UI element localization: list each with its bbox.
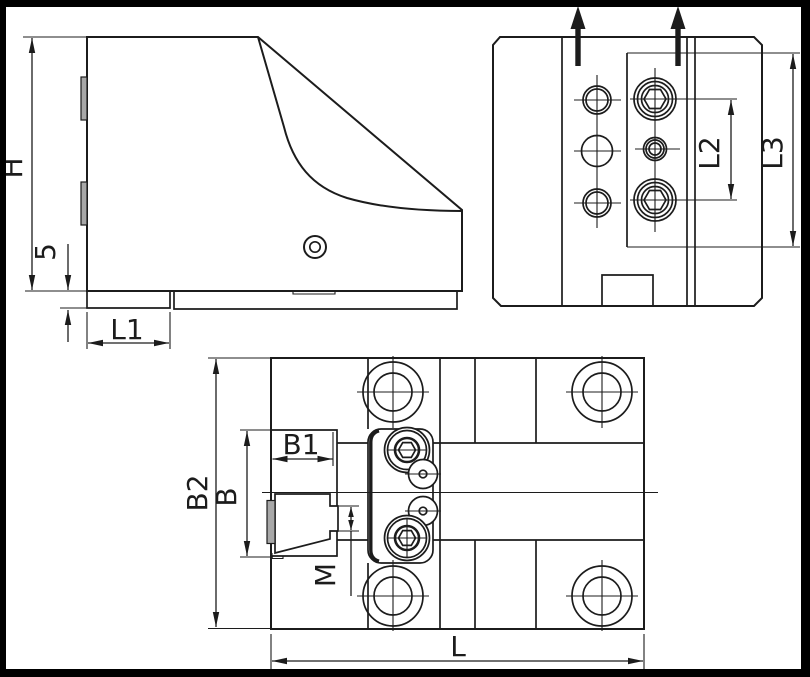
dimension-B1: B1 xyxy=(272,428,334,466)
dimension-label-l2: L2 xyxy=(693,136,726,169)
front-outline xyxy=(492,36,763,307)
dimension-label-l: L xyxy=(450,630,466,663)
top-view xyxy=(262,356,658,631)
side-screw-inner xyxy=(308,240,322,254)
dimension-B2: B2 xyxy=(181,357,271,630)
insert-tip xyxy=(266,499,276,545)
top-outline xyxy=(270,357,645,630)
clamp-slot-edge xyxy=(369,429,380,563)
side-plate-right xyxy=(173,291,458,310)
dimension-label-l1: L1 xyxy=(110,313,143,346)
insert-step xyxy=(271,553,284,560)
front-hole-column-left xyxy=(574,75,621,228)
dimension-label-l3: L3 xyxy=(756,136,789,169)
wedge-insert xyxy=(274,493,339,555)
dimension-label-5: 5 xyxy=(29,243,62,261)
dimension-label-b2: B2 xyxy=(181,474,214,511)
dimension-L1: L1 xyxy=(86,312,171,349)
side-curved-edge xyxy=(257,36,463,212)
hex-socket-icon xyxy=(643,88,667,110)
dimension-H: H xyxy=(0,36,87,292)
direction-arrow-icon xyxy=(670,6,686,66)
dimension-B: B xyxy=(210,429,273,558)
clamp-pin xyxy=(405,458,441,490)
mounting-hole xyxy=(357,356,429,428)
front-view xyxy=(492,6,800,307)
dimension-L3: L3 xyxy=(756,54,797,246)
dimension-label-b: B xyxy=(210,487,243,506)
front-bottom-notch xyxy=(601,274,654,306)
hex-socket-icon xyxy=(643,189,667,211)
dimension-label-m: M xyxy=(309,563,342,587)
side-screw-outer xyxy=(303,235,327,259)
mounting-hole xyxy=(357,560,429,631)
direction-arrow-icon xyxy=(570,6,586,66)
mounting-hole xyxy=(566,560,638,631)
side-key-tab-bottom xyxy=(80,181,88,226)
dimension-L: L xyxy=(270,630,645,669)
dimension-label-b1: B1 xyxy=(282,428,319,461)
front-screw-column xyxy=(630,68,737,232)
mounting-hole xyxy=(566,356,638,428)
side-bottom-recess xyxy=(292,291,336,295)
side-body-outline xyxy=(86,36,463,292)
tool-seat-pocket xyxy=(272,429,338,557)
dimension-M: M xyxy=(309,505,359,596)
side-view xyxy=(80,36,463,310)
dimension-L2: L2 xyxy=(693,100,735,199)
side-key-tab-top xyxy=(80,76,88,121)
side-plate-left xyxy=(86,291,171,309)
clamp-screw xyxy=(383,514,431,562)
dimension-5: 5 xyxy=(29,243,90,342)
dimension-label-h: H xyxy=(0,157,29,178)
